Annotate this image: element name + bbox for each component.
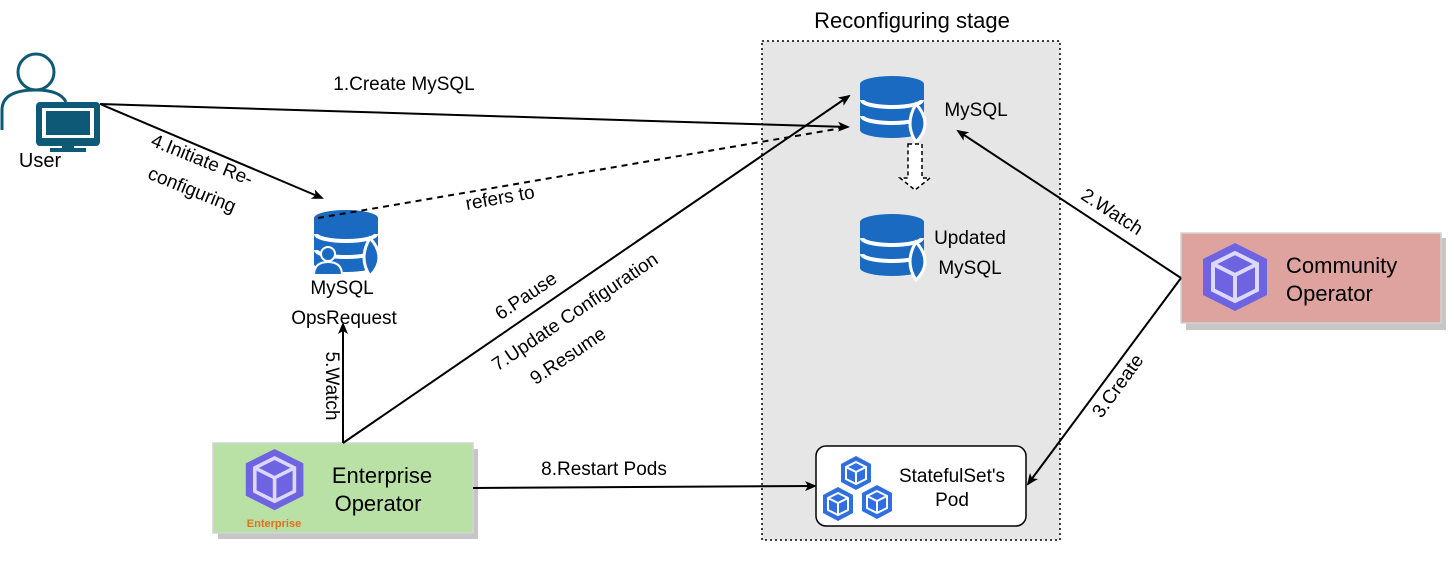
- ops-request-icon[interactable]: [312, 208, 381, 278]
- edge-create-mysql: [99, 103, 850, 132]
- edge-community-watch: [956, 129, 1182, 279]
- edge-community-create: [1026, 277, 1182, 486]
- updated-mysql-label-line2: MySQL: [938, 258, 1001, 279]
- label-restart-pods: 8.Restart Pods: [541, 459, 667, 480]
- enterprise-badge: Enterprise: [247, 518, 301, 530]
- ops-request-label-line2: OpsRequest: [291, 308, 397, 329]
- edge-refers-to: [317, 126, 849, 219]
- statefulset-pod-label-line2: Pod: [935, 490, 969, 511]
- enterprise-operator-label-line1: Enterprise: [332, 463, 432, 488]
- stage-title: Reconfiguring stage: [814, 8, 1010, 33]
- updated-mysql-database-icon[interactable]: [858, 212, 927, 282]
- user-label: User: [19, 150, 62, 172]
- community-operator-label-line2: Operator: [1286, 281, 1373, 306]
- mysql-database-icon[interactable]: [858, 74, 927, 144]
- enterprise-operator-label-line2: Operator: [335, 491, 422, 516]
- ops-request-label-line1: MySQL: [310, 278, 373, 299]
- updated-mysql-label-line1: Updated: [934, 228, 1006, 249]
- edge-initiate-reconfiguring: [99, 103, 324, 199]
- edge-restart-pods: [472, 481, 817, 492]
- transition-arrow-icon: [897, 143, 933, 191]
- user-desktop-icon[interactable]: [0, 52, 100, 152]
- label-refers-to: refers to: [464, 182, 536, 215]
- community-operator-label-line1: Community: [1286, 253, 1397, 278]
- statefulset-pod-label-line1: StatefulSet's: [899, 466, 1005, 487]
- mysql-label: MySQL: [944, 100, 1007, 121]
- label-watch-enterprise: 5.Watch: [321, 352, 342, 421]
- edge-enterprise-update: [342, 94, 851, 444]
- label-create-mysql: 1.Create MySQL: [333, 74, 475, 95]
